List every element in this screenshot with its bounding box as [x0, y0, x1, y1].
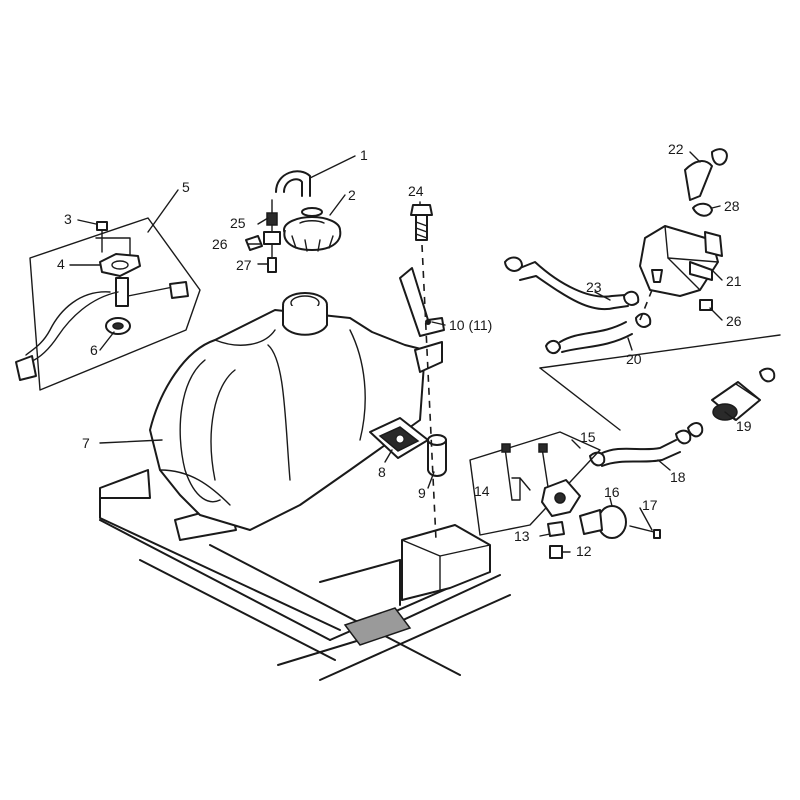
part-25-27-breather-valve: [245, 199, 281, 273]
label-16: 16: [604, 484, 620, 500]
label-13: 13: [514, 528, 530, 544]
label-14: 14: [474, 483, 490, 499]
leader-lines: [69, 151, 736, 553]
part-24-bolt: [410, 204, 433, 241]
label-26-right: 26: [726, 313, 742, 329]
label-19: 19: [736, 418, 752, 434]
alignment-line-valve: [639, 289, 653, 321]
alignment-line-center: [421, 244, 437, 541]
part-22-hose: [684, 148, 728, 201]
label-1: 1: [360, 147, 368, 163]
label-2: 2: [348, 187, 356, 203]
label-24: 24: [408, 183, 424, 199]
part-21-vacuum-valve: [639, 225, 723, 297]
part-28-clip: [692, 202, 713, 217]
label-6: 6: [90, 342, 98, 358]
label-22: 22: [668, 141, 684, 157]
part-16-lever: [579, 505, 627, 539]
part-1-breather-hose: [275, 170, 311, 197]
label-18: 18: [670, 469, 686, 485]
label-23: 23: [586, 279, 602, 295]
group-outline-valve: [539, 334, 781, 369]
label-27: 27: [236, 257, 252, 273]
label-25: 25: [230, 215, 246, 231]
part-17-screw: [629, 525, 661, 539]
label-17: 17: [642, 497, 658, 513]
label-10-11: 10 (11): [449, 317, 492, 333]
label-21: 21: [726, 273, 742, 289]
label-7: 7: [82, 435, 90, 451]
part-18-fuel-hose: [589, 429, 692, 467]
label-26-left: 26: [212, 236, 228, 252]
frame-rails: [99, 469, 511, 681]
part-2-filler-cap: [283, 207, 342, 252]
label-3: 3: [64, 211, 72, 227]
label-15: 15: [580, 429, 596, 445]
part-23-hose: [504, 256, 640, 311]
frame-pad: [343, 607, 412, 646]
label-4: 4: [57, 256, 65, 272]
label-12: 12: [576, 543, 592, 559]
part-12-13-fasteners: [547, 521, 565, 559]
part-10-bracket: [399, 267, 445, 337]
vacuum-valve-bolts: [651, 269, 713, 311]
label-8: 8: [378, 464, 386, 480]
label-20: 20: [626, 351, 642, 367]
label-5: 5: [182, 179, 190, 195]
part-15-fuel-cock-group: [469, 431, 601, 536]
part-19-fuel-filter: [687, 367, 776, 438]
fuel-tank: [149, 292, 443, 531]
label-28: 28: [724, 198, 740, 214]
label-9: 9: [418, 485, 426, 501]
part-20-hose: [545, 312, 652, 354]
callout-labels: 1 2 3 4 5 6 7 8 9 10 (11) 12 13 14 15 16…: [57, 141, 752, 559]
part-5-fuel-gauge-assembly: [15, 217, 201, 391]
